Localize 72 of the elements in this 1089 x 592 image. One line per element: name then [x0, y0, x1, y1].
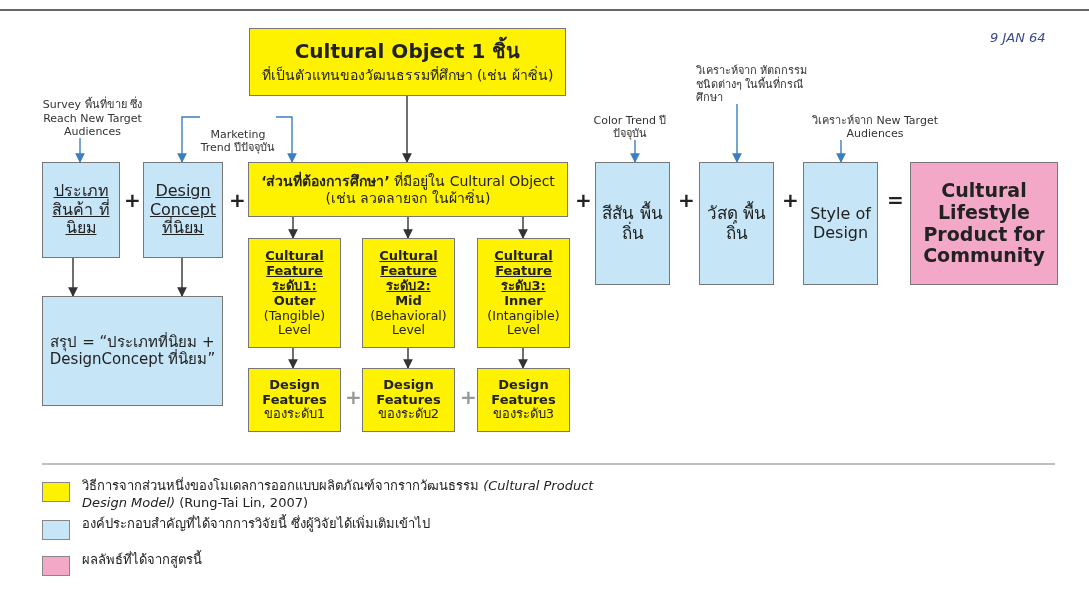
box-title: สรุป = “ประเภทที่นิยม + DesignConcept ที่นิยม”: [48, 333, 217, 369]
arrow: [275, 116, 297, 163]
box-title: สีสัน พื้นถิ่น: [601, 203, 664, 244]
box-title: ‘ส่วนที่ต้องการศึกษา’ ที่มีอยู่ใน Cultural Object: [261, 173, 555, 190]
legend-text: องค์ประกอบสำคัญที่ได้จากการวิจัยนี้ ซึ่งผู้วิจัยได้เพิ่มเติมเข้าไป: [82, 516, 432, 533]
research-component-box: [803, 162, 878, 285]
model-step-box: [248, 162, 568, 217]
arrow: [518, 347, 528, 369]
box-title: Cultural Feature ระดับ3:: [493, 248, 554, 294]
model-step-box: [362, 368, 455, 432]
equals-sign: =: [887, 188, 904, 212]
arrow: [403, 347, 413, 369]
model-step-box: [362, 238, 455, 348]
research-component-box: [595, 162, 670, 285]
model-step-box: [248, 238, 341, 348]
box-text: Mid: [395, 293, 422, 309]
date-label: 9 JAN 64: [990, 30, 1046, 45]
legend-text: ผลลัพธ์ที่ได้จากสูตรนี้: [82, 552, 203, 569]
plus-sign: +: [575, 188, 592, 212]
annotation-text: Survey พื้นที่ขาย ซึ่ง Reach New Target Audiences: [41, 98, 144, 138]
research-component-box: [699, 162, 774, 285]
box-text: ของระดับ2: [377, 407, 440, 423]
arrow: [68, 257, 78, 297]
legend-text: วิธีการจากส่วนหนึ่งของโมเดลการออกแบบผลิตภัณฑ์จากรากวัฒนธรรม (Cultural Product Design Model) (Rung-Tai Lin, 2007): [82, 478, 595, 512]
box-text: ของระดับ3: [492, 407, 555, 423]
box-text: ที่เป็นตัวแทนของวัฒนธรรมที่ศึกษา (เช่น ผ้าซิ่น): [261, 67, 554, 84]
plus-sign: +: [345, 385, 362, 409]
research-component-box: [143, 162, 223, 258]
box-text: ของระดับ1: [263, 407, 326, 423]
box-text: Outer: [273, 293, 316, 309]
arrow: [177, 116, 201, 163]
box-text: (Behavioral) Level: [369, 308, 448, 338]
annotation-text: วิเคราะห์จาก New Target Audiences: [811, 113, 939, 140]
box-text: (Tangible) Level: [262, 308, 327, 338]
arrow: [518, 216, 528, 239]
arrow: [630, 139, 640, 163]
model-step-box: [477, 368, 570, 432]
model-step-box: [248, 368, 341, 432]
arrow: [288, 347, 298, 369]
plus-sign: +: [460, 385, 477, 409]
plus-sign: +: [782, 188, 799, 212]
research-component-box: [42, 296, 223, 406]
box-title: Cultural Feature ระดับ2:: [378, 248, 439, 294]
research-component-box: [42, 162, 120, 258]
box-title: Design Features: [261, 377, 328, 407]
box-title: Design Features: [375, 377, 442, 407]
arrow: [177, 257, 187, 297]
box-text: (Intangible) Level: [486, 308, 561, 338]
box-title: Design Features: [490, 377, 557, 407]
box-title: วัสดุ พื้นถิ่น: [705, 203, 768, 244]
plus-sign: +: [124, 188, 141, 212]
plus-sign: +: [229, 188, 246, 212]
result-box: [910, 162, 1058, 285]
box-title: Cultural Feature ระดับ1:: [264, 248, 325, 294]
box-title: Style of Design: [809, 205, 873, 242]
arrow: [288, 216, 298, 239]
box-text: Inner: [504, 293, 543, 309]
plus-sign: +: [678, 188, 695, 212]
box-title: ประเภท สินค้า ที่นิยม: [51, 182, 111, 238]
arrow: [403, 216, 413, 239]
model-step-box: [477, 238, 570, 348]
box-title: Design Concept ที่นิยม: [148, 182, 218, 238]
arrow: [732, 103, 742, 163]
annotation-text: วิเคราะห์จาก หัตถกรรม ชนิดต่างๆ ในพื้นที่กรณีศึกษา: [696, 64, 809, 104]
arrow: [402, 95, 412, 163]
box-text: (เช่น ลวดลายจก ในผ้าซิ่น): [325, 189, 491, 206]
model-step-box: [249, 28, 566, 96]
annotation-text: Marketing Trend ปีปัจจุบัน: [200, 127, 276, 154]
arrow: [75, 137, 85, 163]
annotation-text: Color Trend ปีปัจจุบัน: [592, 113, 668, 140]
arrow: [836, 139, 846, 163]
box-title: Cultural Lifestyle Product for Community: [922, 179, 1046, 268]
